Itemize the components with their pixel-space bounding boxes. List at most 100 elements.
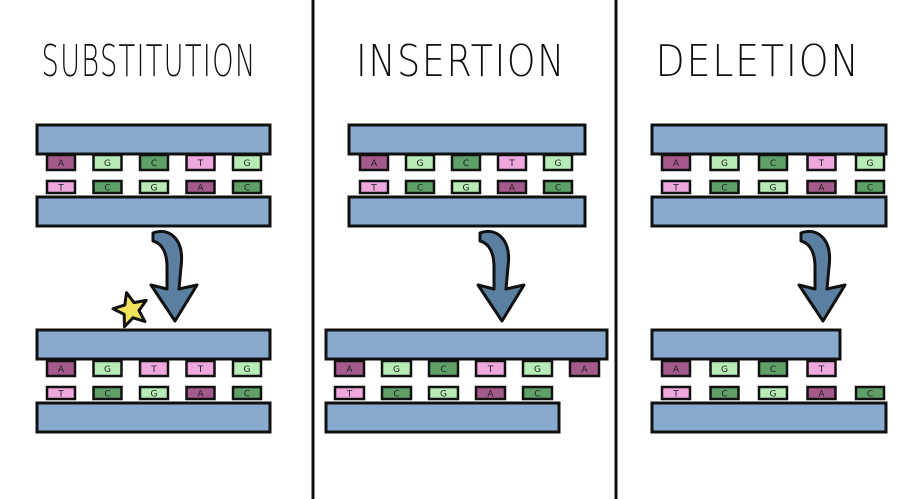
deletion-after-top-base: G <box>709 359 740 378</box>
insertion-before-bottom-base: T <box>358 179 390 195</box>
substitution-arrow-icon <box>149 229 199 323</box>
base-letter: G <box>244 159 251 169</box>
insertion-after-bottom-base: C <box>380 385 413 401</box>
deletion-before-top-base: G <box>709 153 740 172</box>
insertion-after-top-base: A <box>333 359 366 378</box>
deletion-after-bottom-base: T <box>660 385 692 401</box>
substitution-after-top-base: A <box>45 359 77 378</box>
base-letter: T <box>197 365 204 375</box>
substitution-after-bottom-backbone <box>35 401 272 434</box>
deletion-after-bottom-base: C <box>709 385 740 401</box>
base-letter: C <box>244 184 250 194</box>
base-letter: G <box>555 159 562 169</box>
insertion-before-bottom-base: C <box>542 179 574 195</box>
base-letter: C <box>440 365 446 375</box>
substitution-before-bottom-base: G <box>138 179 170 195</box>
insertion-after-top-base: A <box>568 359 601 378</box>
deletion-before-bottom-base: G <box>757 179 789 195</box>
insertion-before-bottom-base: A <box>496 179 528 195</box>
insertion-before-bottom-backbone <box>347 195 587 228</box>
base-letter: A <box>673 365 680 375</box>
deletion-after-bottom-base: A <box>806 385 837 401</box>
base-letter: T <box>346 390 353 400</box>
base-letter: C <box>770 365 776 375</box>
base-letter: G <box>104 365 111 375</box>
substitution-after-top-base: G <box>231 359 263 378</box>
base-letter: C <box>555 184 561 194</box>
base-letter: G <box>770 184 777 194</box>
substitution-after-bottom-base: C <box>92 385 123 401</box>
deletion-after-bottom-base: G <box>757 385 789 401</box>
insertion-after-top-backbone <box>324 328 609 361</box>
substitution-after-bottom-base: G <box>138 385 170 401</box>
base-letter: T <box>57 390 64 400</box>
insertion-before-top-base: G <box>404 153 436 172</box>
base-letter: A <box>509 184 516 194</box>
base-letter: G <box>440 390 447 400</box>
base-letter: G <box>393 365 400 375</box>
substitution-before-bottom-backbone <box>35 195 272 228</box>
insertion-before-top-backbone <box>347 123 587 156</box>
base-letter: C <box>867 390 873 400</box>
base-letter: T <box>57 184 64 194</box>
substitution-before-top-base: G <box>92 153 123 172</box>
base-letter: A <box>371 159 378 169</box>
base-letter: C <box>867 184 873 194</box>
base-letter: T <box>370 184 377 194</box>
deletion-after-top-base: C <box>757 359 789 378</box>
substitution-before-bottom-base: T <box>45 179 77 195</box>
base-letter: C <box>104 390 110 400</box>
base-letter: T <box>818 159 825 169</box>
substitution-after-bottom-base: T <box>45 385 77 401</box>
substitution-before-bottom-base: C <box>92 179 123 195</box>
base-letter: A <box>487 390 494 400</box>
base-letter: A <box>818 390 825 400</box>
base-letter: T <box>672 184 679 194</box>
base-letter: C <box>463 159 469 169</box>
substitution-before-top-base: G <box>231 153 263 172</box>
deletion-before-bottom-base: T <box>660 179 692 195</box>
base-letter: A <box>581 365 588 375</box>
deletion-before-bottom-base: C <box>709 179 740 195</box>
base-letter: A <box>58 159 65 169</box>
base-letter: A <box>673 159 680 169</box>
deletion-before-top-base: G <box>854 153 886 172</box>
deletion-after-top-base: T <box>806 359 837 378</box>
substitution-after-top-backbone <box>35 328 272 361</box>
substitution-after-bottom-base: A <box>185 385 216 401</box>
base-letter: G <box>867 159 874 169</box>
base-letter: T <box>818 365 825 375</box>
insertion-before-bottom-base: C <box>404 179 436 195</box>
deletion-after-top-base: A <box>660 359 692 378</box>
panel-title-substitution: SUBSTITUTION <box>42 36 257 87</box>
insertion-after-top-base: G <box>521 359 554 378</box>
deletion-before-bottom-base: A <box>806 179 837 195</box>
base-letter: C <box>244 390 250 400</box>
star-icon <box>111 291 148 329</box>
base-letter: C <box>393 390 399 400</box>
base-letter: G <box>721 365 728 375</box>
base-letter: G <box>534 365 541 375</box>
deletion-before-top-base: T <box>806 153 837 172</box>
substitution-before-bottom-base: A <box>185 179 216 195</box>
deletion-after-top-backbone <box>650 328 842 361</box>
substitution-before-bottom-base: C <box>231 179 263 195</box>
base-letter: C <box>104 184 110 194</box>
base-letter: A <box>818 184 825 194</box>
substitution-before-top-backbone <box>35 123 272 156</box>
deletion-before-top-base: A <box>660 153 692 172</box>
insertion-after-bottom-base: G <box>427 385 460 401</box>
base-letter: G <box>151 184 158 194</box>
base-letter: C <box>417 184 423 194</box>
base-letter: T <box>150 365 157 375</box>
base-letter: G <box>463 184 470 194</box>
deletion-before-top-backbone <box>650 123 888 156</box>
base-letter: G <box>104 159 111 169</box>
deletion-before-bottom-base: C <box>854 179 886 195</box>
insertion-after-bottom-backbone <box>324 401 561 434</box>
insertion-after-bottom-base: A <box>474 385 507 401</box>
substitution-before-top-base: T <box>185 153 216 172</box>
base-letter: A <box>197 184 204 194</box>
